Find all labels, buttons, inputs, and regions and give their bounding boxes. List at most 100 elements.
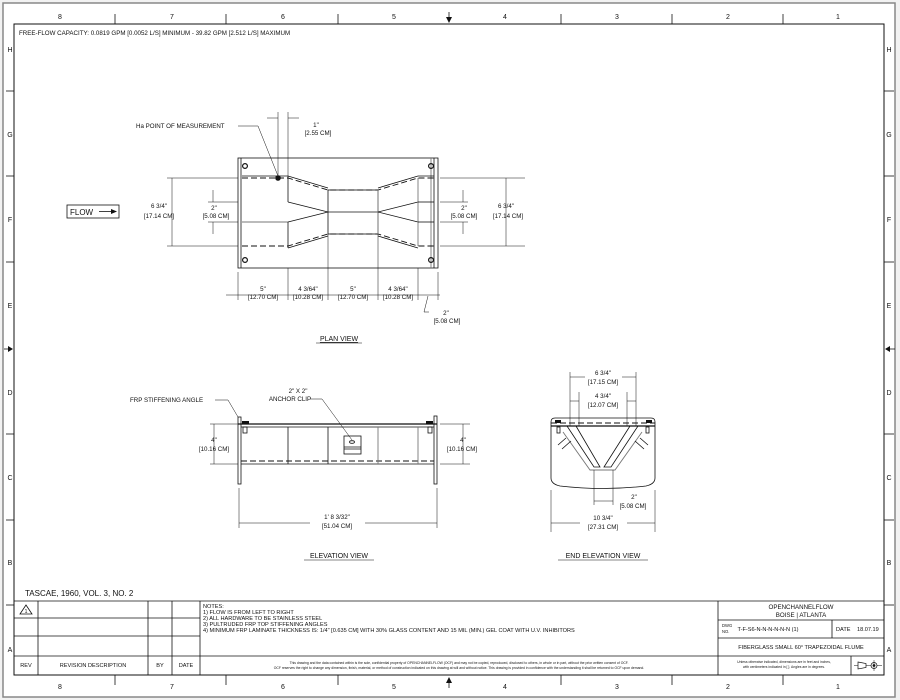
svg-text:[10.16 CM]: [10.16 CM] [199,446,230,453]
svg-text:4 3/4": 4 3/4" [595,393,611,400]
elevation-view: FRP STIFFENING ANGLE 2" X 2" ANCHOR CLIP… [130,388,478,561]
third-angle-projection-icon [854,660,882,671]
center-arrow-left-icon [8,346,13,352]
center-arrow-right-icon [885,346,890,352]
svg-text:2": 2" [211,205,217,212]
title-block: OPENCHANNELFLOW BOISE | ATLANTA DWG NO. … [722,604,882,671]
svg-text:6 3/4": 6 3/4" [595,370,611,377]
svg-text:C: C [7,475,12,482]
elevation-view-title: ELEVATION VIEW [310,553,368,560]
svg-text:4": 4" [211,437,217,444]
svg-text:2: 2 [726,14,730,21]
date-header: DATE [179,663,194,669]
svg-text:[12.07 CM]: [12.07 CM] [588,402,619,409]
svg-text:F: F [8,217,12,224]
svg-text:This drawing and the data cont: This drawing and the data contained with… [290,661,629,665]
svg-text:2: 2 [726,684,730,691]
svg-text:4": 4" [460,437,466,444]
svg-text:E: E [8,303,13,310]
end-elevation-view-title: END ELEVATION VIEW [566,553,641,560]
svg-text:[17.14 CM]: [17.14 CM] [493,213,524,220]
svg-text:3: 3 [615,684,619,691]
end-elevation-view: 6 3/4" [17.15 CM] 4 3/4" [12.07 CM] 2" [… [550,370,656,561]
flow-direction-label: FLOW [66,204,120,219]
anchor-clip-callout: ANCHOR CLIP [269,396,311,403]
date-label: DATE [836,627,851,633]
company-locations: BOISE | ATLANTA [776,612,827,619]
svg-text:with centimeters indicated in: with centimeters indicated in [ ]. Angle… [743,665,825,669]
svg-text:6 3/4": 6 3/4" [498,203,514,210]
svg-text:7: 7 [170,14,174,21]
ha-measurement-callout: Ha POINT OF MEASUREMENT [136,123,225,130]
svg-text:[12.70 CM]: [12.70 CM] [248,294,279,301]
svg-text:C: C [886,475,891,482]
center-arrow-top-icon [446,17,452,23]
svg-text:2": 2" [443,310,449,317]
svg-text:7: 7 [170,684,174,691]
svg-text:DWG: DWG [722,623,732,628]
svg-text:H: H [7,47,12,54]
svg-text:D: D [7,390,12,397]
company-name: OPENCHANNELFLOW [769,604,834,611]
svg-text:5": 5" [350,286,356,293]
svg-text:6: 6 [281,14,285,21]
svg-text:1: 1 [836,684,840,691]
svg-text:H: H [886,47,891,54]
revision-table-headers: REV REVISION DESCRIPTION BY DATE [20,663,193,669]
reference-citation: TASCAE, 1960, VOL. 3, NO. 2 [25,589,134,598]
by-header: BY [156,663,164,669]
drawing-date: 18.07.19 [857,627,879,633]
svg-text:[5.08 CM]: [5.08 CM] [203,213,230,220]
note-4: 4) MINIMUM FRP LAMINATE THICKNESS IS: 1/… [203,628,575,634]
svg-text:B: B [8,560,13,567]
svg-text:5: 5 [392,684,396,691]
svg-text:8: 8 [58,684,62,691]
svg-text:2" X 2": 2" X 2" [289,388,308,395]
svg-text:[10.28 CM]: [10.28 CM] [383,294,414,301]
svg-text:6: 6 [281,684,285,691]
svg-text:[51.04 CM]: [51.04 CM] [322,523,353,530]
free-flow-capacity-note: FREE-FLOW CAPACITY: 0.0819 GPM [0.0052 L… [19,30,290,37]
svg-text:5": 5" [260,286,266,293]
svg-text:[5.08 CM]: [5.08 CM] [451,213,478,220]
centering-arrows [4,12,895,688]
svg-text:[17.15 CM]: [17.15 CM] [588,379,619,386]
stiffening-angle-callout: FRP STIFFENING ANGLE [130,397,203,404]
svg-text:B: B [887,560,892,567]
svg-text:[5.08 CM]: [5.08 CM] [434,318,461,325]
svg-text:[10.16 CM]: [10.16 CM] [447,446,478,453]
svg-text:10 3/4": 10 3/4" [593,515,612,522]
svg-text:NO.: NO. [722,629,729,634]
revision-triangle-icon: 1 [19,604,33,615]
svg-text:1": 1" [313,122,319,129]
svg-text:[5.08 CM]: [5.08 CM] [620,503,647,510]
svg-text:[2.55 CM]: [2.55 CM] [305,130,332,137]
svg-text:G: G [886,132,891,139]
revision-description-header: REVISION DESCRIPTION [60,663,127,669]
svg-text:A: A [8,647,13,654]
svg-text:3: 3 [615,14,619,21]
rev-header: REV [20,663,32,669]
svg-text:D: D [886,390,891,397]
svg-text:4: 4 [503,14,507,21]
note-1: 1) FLOW IS FROM LEFT TO RIGHT [203,610,294,616]
svg-text:A: A [887,647,892,654]
svg-text:F: F [887,217,891,224]
svg-text:2": 2" [631,494,637,501]
title-block-frame [14,600,884,675]
svg-text:1: 1 [25,609,28,615]
svg-text:5: 5 [392,14,396,21]
svg-text:OCF reserves the right to chan: OCF reserves the right to change any dim… [274,666,645,670]
svg-text:6 3/4": 6 3/4" [151,203,167,210]
svg-text:[10.28 CM]: [10.28 CM] [293,294,324,301]
note-3: 3) PULTRUDED FRP TOP STIFFENING ANGLES [203,622,328,628]
zone-ticks [6,14,894,685]
svg-text:[27.31 CM]: [27.31 CM] [588,524,619,531]
svg-text:2": 2" [461,205,467,212]
svg-text:G: G [7,132,12,139]
plan-view: Ha POINT OF MEASUREMENT 1" [2.55 CM] 6 3… [136,112,525,344]
drawing-frame [13,23,885,676]
svg-text:Unless otherwise indicated, di: Unless otherwise indicated, dimensions a… [737,660,831,664]
